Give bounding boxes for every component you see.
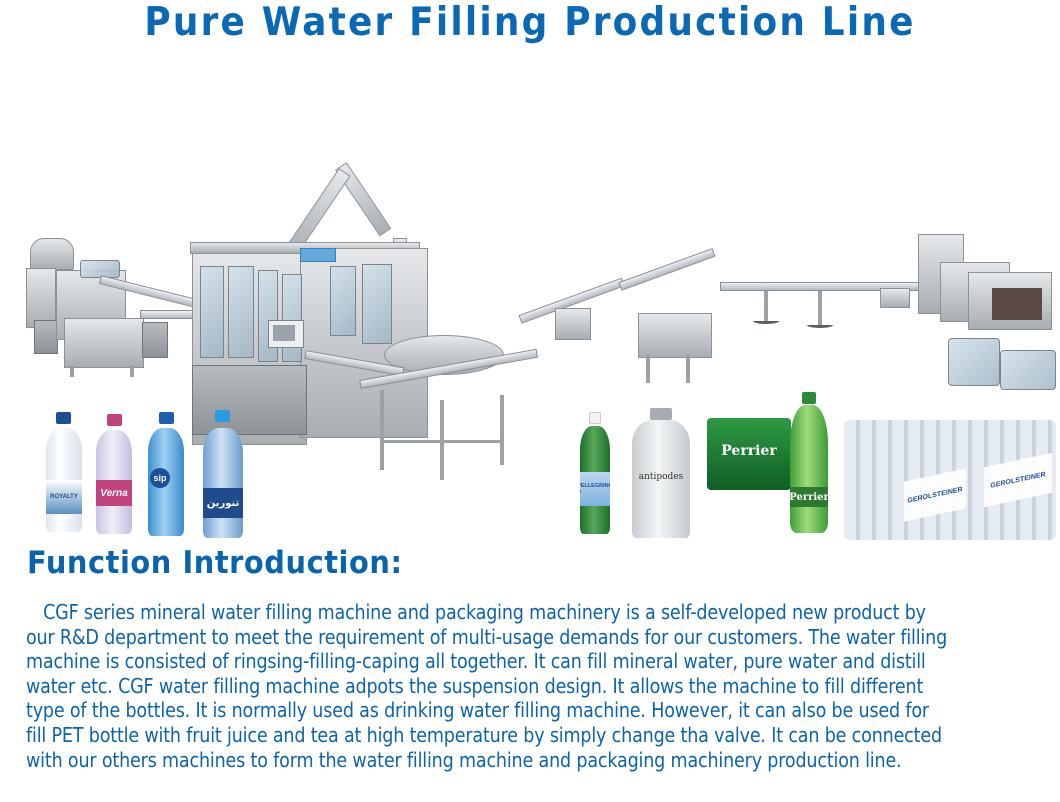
gerolsteiner-pack: GEROLSTEINER GEROLSTEINER (844, 420, 1056, 540)
paragraph-line: our R&D department to meet the requireme… (26, 624, 948, 649)
bottle-cap (107, 414, 122, 426)
paragraph-line: type of the bottles. It is normally used… (26, 698, 929, 723)
bottle-royalty: ROYALTY (46, 428, 82, 532)
paragraph-line: machine is consisted of ringsing-filling… (26, 649, 926, 674)
bottle-perrier: Perrier (790, 405, 828, 533)
paragraph-line: with our others machines to form the wat… (26, 747, 902, 772)
paragraph-line: water etc. CGF water filling machine adp… (26, 673, 924, 698)
bottle-tannourine: تنورين (203, 428, 243, 538)
bottle-cap (589, 412, 601, 424)
bottle-san-pellegrino: PELLEGRINO★ (580, 426, 610, 534)
bottle-cap (802, 392, 816, 404)
paragraph-line: CGF series mineral water filling machine… (43, 600, 926, 624)
production-line-image: ROYALTY Verna sip تنورين PELLEGRINO★ ant… (0, 150, 1060, 545)
perrier-pack: Perrier (707, 418, 791, 490)
bottle-cap (159, 412, 174, 424)
bottle-cap (650, 408, 672, 420)
bottle-sip: sip (148, 428, 184, 536)
bottle-cap (56, 412, 71, 424)
paragraph-line: fill PET bottle with fruit juice and tea… (26, 722, 942, 747)
bottle-verna: Verna (96, 430, 132, 534)
intro-paragraph: CGF series mineral water filling machine… (26, 600, 947, 772)
section-heading: Function Introduction: (27, 545, 403, 581)
page-title: Pure Water Filling Production Line (144, 0, 916, 45)
bottle-cap (215, 410, 230, 422)
bottle-antipodes: antipodes (632, 420, 690, 538)
